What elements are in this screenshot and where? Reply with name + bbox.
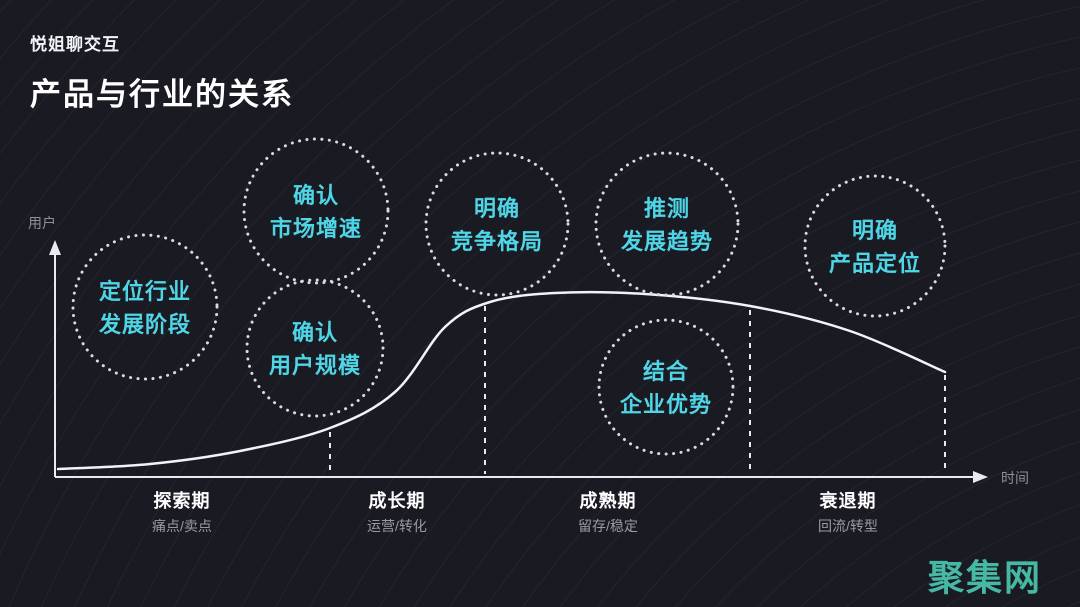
annotation-circle (803, 174, 947, 318)
annotation-label: 推测发展趋势 (620, 196, 713, 254)
phase-name: 成长期 (369, 490, 426, 511)
phase-subtitle: 运营/转化 (367, 518, 427, 534)
annotation-label: 结合企业优势 (619, 359, 712, 417)
phase-subtitle: 回流/转型 (818, 518, 878, 534)
y-axis-arrow (49, 240, 61, 255)
phase-name: 衰退期 (819, 490, 877, 511)
annotation-label: 确认市场增速 (270, 183, 362, 241)
annotation-circle (594, 151, 740, 297)
annotation-circle (71, 233, 219, 381)
brand-label: 悦姐聊交互 (30, 35, 120, 54)
phase-name: 探索期 (154, 490, 211, 511)
phase-subtitle: 留存/稳定 (578, 518, 638, 534)
annotation-circle (242, 137, 390, 285)
x-axis-label: 时间 (1001, 470, 1029, 486)
watermark-logo: 聚集网 (927, 557, 1042, 598)
phase-name: 成熟期 (580, 490, 637, 511)
annotation-label: 定位行业发展阶段 (98, 279, 191, 337)
background-arc-pattern (379, 98, 1080, 607)
annotation-circle (424, 151, 570, 297)
annotation-circle (245, 278, 385, 418)
annotation-label: 明确竞争格局 (451, 196, 543, 254)
annotation-circle (597, 318, 735, 456)
page-title: 产品与行业的关系 (30, 77, 294, 112)
annotation-label: 确认用户规模 (269, 320, 361, 378)
slide-header: 悦姐聊交互 产品与行业的关系 (30, 30, 294, 114)
x-axis-arrow (973, 471, 988, 483)
annotation-label: 明确产品定位 (829, 218, 921, 276)
background-arc-pattern (485, 190, 1080, 607)
phase-subtitle: 痛点/卖点 (152, 518, 212, 534)
lifecycle-curve (56, 290, 947, 471)
y-axis-label: 用户 (28, 215, 56, 231)
